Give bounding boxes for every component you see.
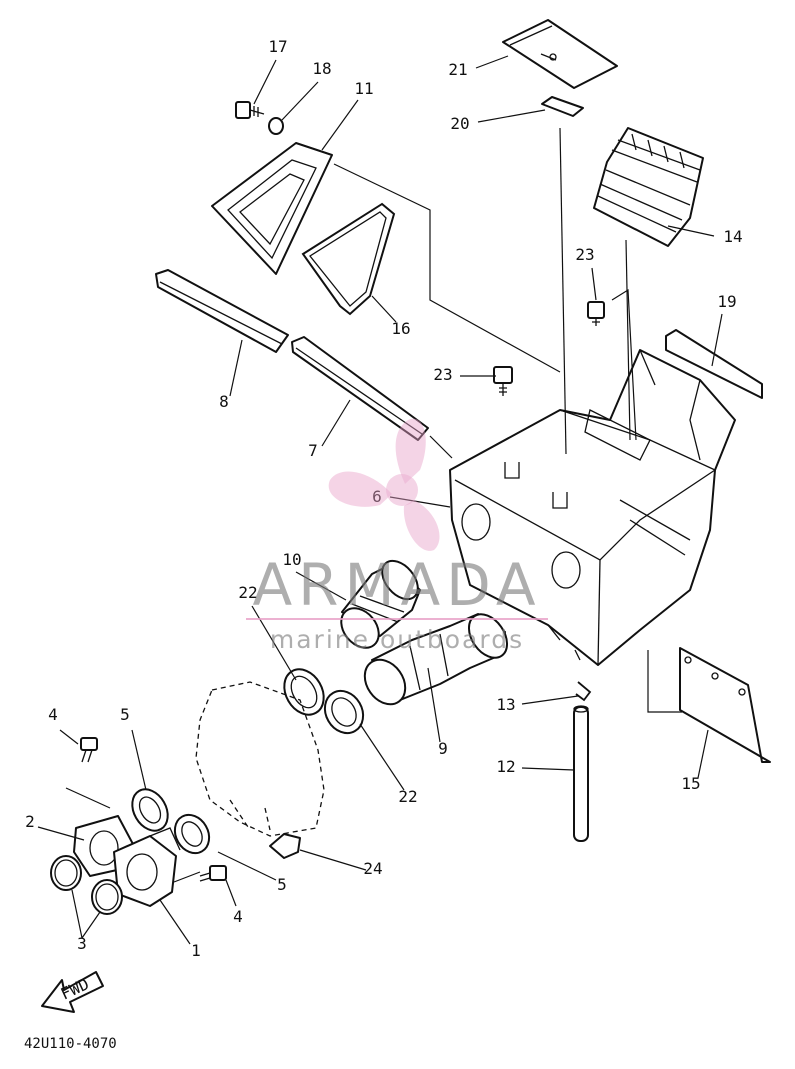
part-plate-15: [679, 647, 771, 763]
watermark-brand: ARMADA: [252, 551, 541, 619]
callout-14: 14: [723, 227, 742, 246]
leader-line: [521, 695, 579, 705]
callout-23: 23: [575, 245, 594, 264]
callout-12: 12: [496, 757, 515, 776]
callout-5: 5: [120, 705, 130, 724]
leader-line: [559, 127, 567, 455]
leader-line: [131, 729, 147, 791]
part-joint-9: [363, 613, 509, 706]
leader-line: [371, 295, 397, 323]
o-ring-3-b: [91, 879, 123, 915]
clamp-22-b: [323, 689, 365, 735]
part-strip: [665, 329, 763, 399]
leader-line: [71, 889, 101, 939]
part-clip-13: [575, 681, 592, 702]
callout-17: 17: [268, 37, 287, 56]
leader-line: [359, 723, 405, 791]
callout-20: 20: [450, 114, 469, 133]
leader-line: [217, 851, 277, 881]
callout-9: 9: [438, 739, 448, 758]
part-drain-tube: [573, 705, 589, 842]
leader-line: [295, 571, 347, 601]
watermark-logo-icon: [328, 418, 440, 551]
part-filter-pad-8: [155, 269, 289, 353]
leader-line: [37, 826, 85, 841]
callout-23: 23: [433, 365, 452, 384]
leader-line: [225, 879, 237, 907]
callout-21: 21: [448, 60, 467, 79]
callout-2: 2: [25, 812, 35, 831]
callout-24: 24: [363, 859, 382, 878]
part-filter-frame: [211, 142, 333, 275]
bolt-17: [235, 101, 265, 119]
watermark-tagline: marine outboards: [270, 625, 524, 654]
leader-line: [321, 399, 351, 447]
watermark: ARMADA marine outboards: [246, 418, 548, 654]
callout-7: 7: [308, 441, 318, 460]
leader-line: [59, 729, 79, 745]
clamp-5-upper: [131, 788, 169, 832]
leader-line: [299, 849, 367, 871]
part-gasket-loop: [301, 202, 396, 316]
callout-16: 16: [391, 319, 410, 338]
leader-line: [159, 899, 191, 945]
screw-4-upper: [80, 737, 98, 763]
part-airbox-housing: [449, 349, 736, 666]
o-ring-3-a: [50, 855, 82, 891]
part-intake-duct: [593, 127, 704, 247]
leader-line: [65, 787, 111, 809]
part-cover-plate: [502, 19, 618, 89]
callout-1: 1: [191, 941, 201, 960]
callout-22: 22: [238, 583, 257, 602]
leader-line: [625, 239, 631, 441]
leader-line: [647, 650, 682, 713]
bolt-23-lower: [493, 366, 513, 396]
callout-18: 18: [312, 59, 331, 78]
carburetor-outline: [195, 681, 325, 837]
leader-line: [697, 729, 709, 779]
drawing-code: 42U110-4070: [24, 1036, 117, 1052]
part-clamp-24: [269, 833, 301, 859]
leader-line: [591, 267, 597, 301]
callout-11: 11: [354, 79, 373, 98]
leader-line: [427, 667, 441, 743]
leader-line: [475, 55, 509, 69]
callout-10: 10: [282, 550, 301, 569]
bolt-23-upper: [587, 301, 605, 326]
leader-line: [711, 313, 723, 367]
washer-18: [268, 117, 284, 135]
leader-lines: [37, 55, 723, 945]
callout-22: 22: [398, 787, 417, 806]
callout-8: 8: [219, 392, 229, 411]
callout-6: 6: [372, 487, 382, 506]
clamp-5-lower: [173, 813, 211, 855]
leader-line: [667, 225, 715, 237]
leader-line: [173, 871, 201, 883]
callout-3: 3: [77, 934, 87, 953]
parts-drawing: FWD: [41, 19, 771, 1013]
leader-line: [281, 81, 319, 121]
leader-line: [389, 496, 451, 508]
leader-line: [253, 59, 277, 105]
callout-numbers: 1718112120142319168237610222291312154523…: [25, 37, 742, 960]
callout-4: 4: [233, 907, 243, 926]
leader-line: [521, 767, 575, 771]
leader-line: [321, 99, 359, 151]
callout-15: 15: [681, 774, 700, 793]
callout-5: 5: [277, 875, 287, 894]
fwd-arrow: FWD: [41, 971, 104, 1013]
callout-19: 19: [717, 292, 736, 311]
leader-line: [229, 339, 243, 397]
part-pad: [541, 96, 584, 117]
screw-4-lower: [199, 865, 227, 882]
leader-line: [477, 109, 546, 123]
callout-4: 4: [48, 705, 58, 724]
leader-line: [429, 435, 453, 459]
clamp-22-a: [283, 668, 325, 716]
leader-line: [611, 288, 637, 441]
leader-line: [333, 163, 561, 373]
callout-13: 13: [496, 695, 515, 714]
